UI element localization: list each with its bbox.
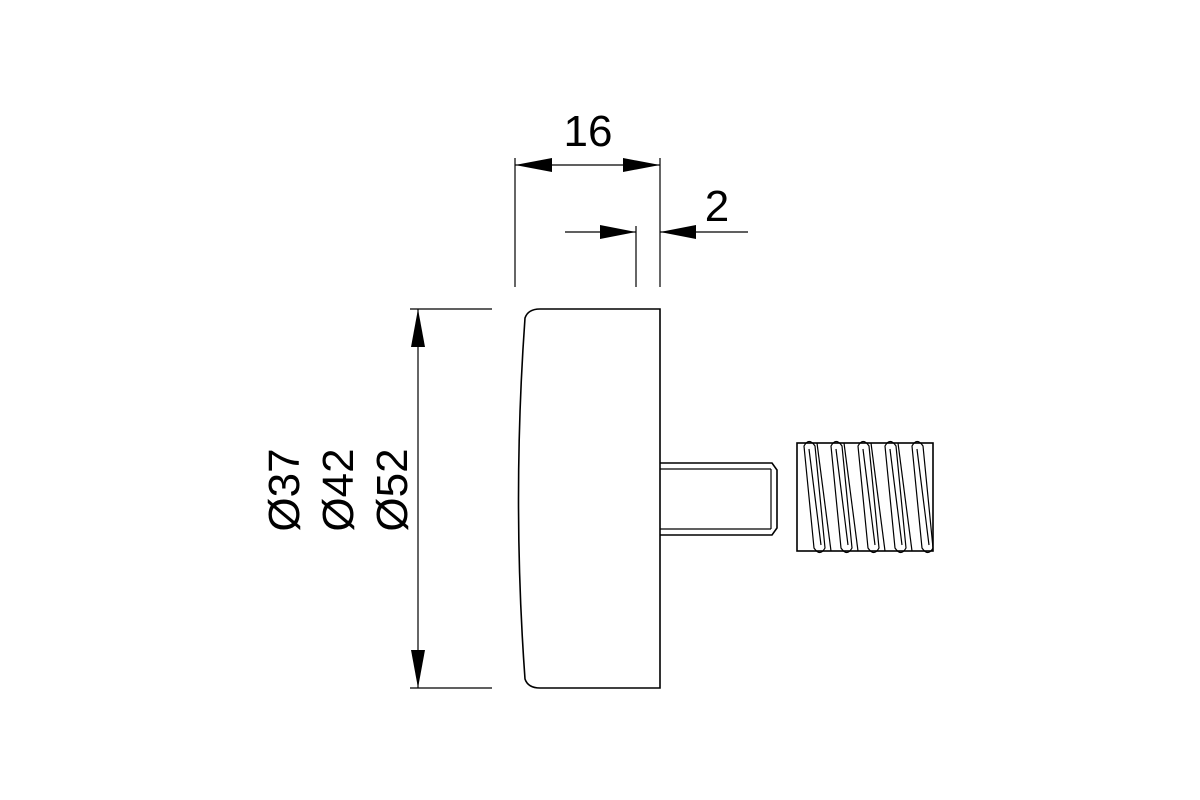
dimension-length: 16 [514, 107, 661, 287]
arrow-length-left [515, 158, 552, 172]
thread-crest [803, 440, 826, 554]
thread-helix-line [889, 448, 903, 546]
arrow-diameter-top [411, 309, 425, 347]
thread-crest [857, 440, 880, 554]
dimension-diameter: Ø37 Ø42 Ø52 [260, 308, 492, 689]
thread-helix-line [835, 448, 849, 546]
dimension-offset: 2 [565, 182, 748, 287]
threaded-insert [796, 440, 934, 554]
arrow-diameter-bottom [411, 650, 425, 688]
thread-root-line [897, 442, 913, 552]
thread-root-line [870, 442, 886, 552]
thread-helix-line [916, 448, 930, 546]
diameter-label-42: Ø42 [314, 448, 363, 531]
thread-crest [884, 440, 907, 554]
diameter-label-52: Ø52 [368, 448, 417, 531]
thread-root-line [843, 442, 859, 552]
diameter-label-37: Ø37 [260, 448, 309, 531]
dimension-length-label: 16 [564, 107, 613, 156]
arrow-offset-left [600, 225, 636, 239]
dimension-offset-label: 2 [705, 182, 729, 231]
thread-helix-line [862, 448, 876, 546]
arrow-offset-right [660, 225, 696, 239]
thread-crest [830, 440, 853, 554]
arrow-length-right [623, 158, 660, 172]
threaded-stud [660, 462, 778, 536]
thread-root-line [816, 442, 832, 552]
knob-body [517, 308, 661, 689]
thread-crest [911, 440, 934, 554]
thread-helix-line [808, 448, 822, 546]
